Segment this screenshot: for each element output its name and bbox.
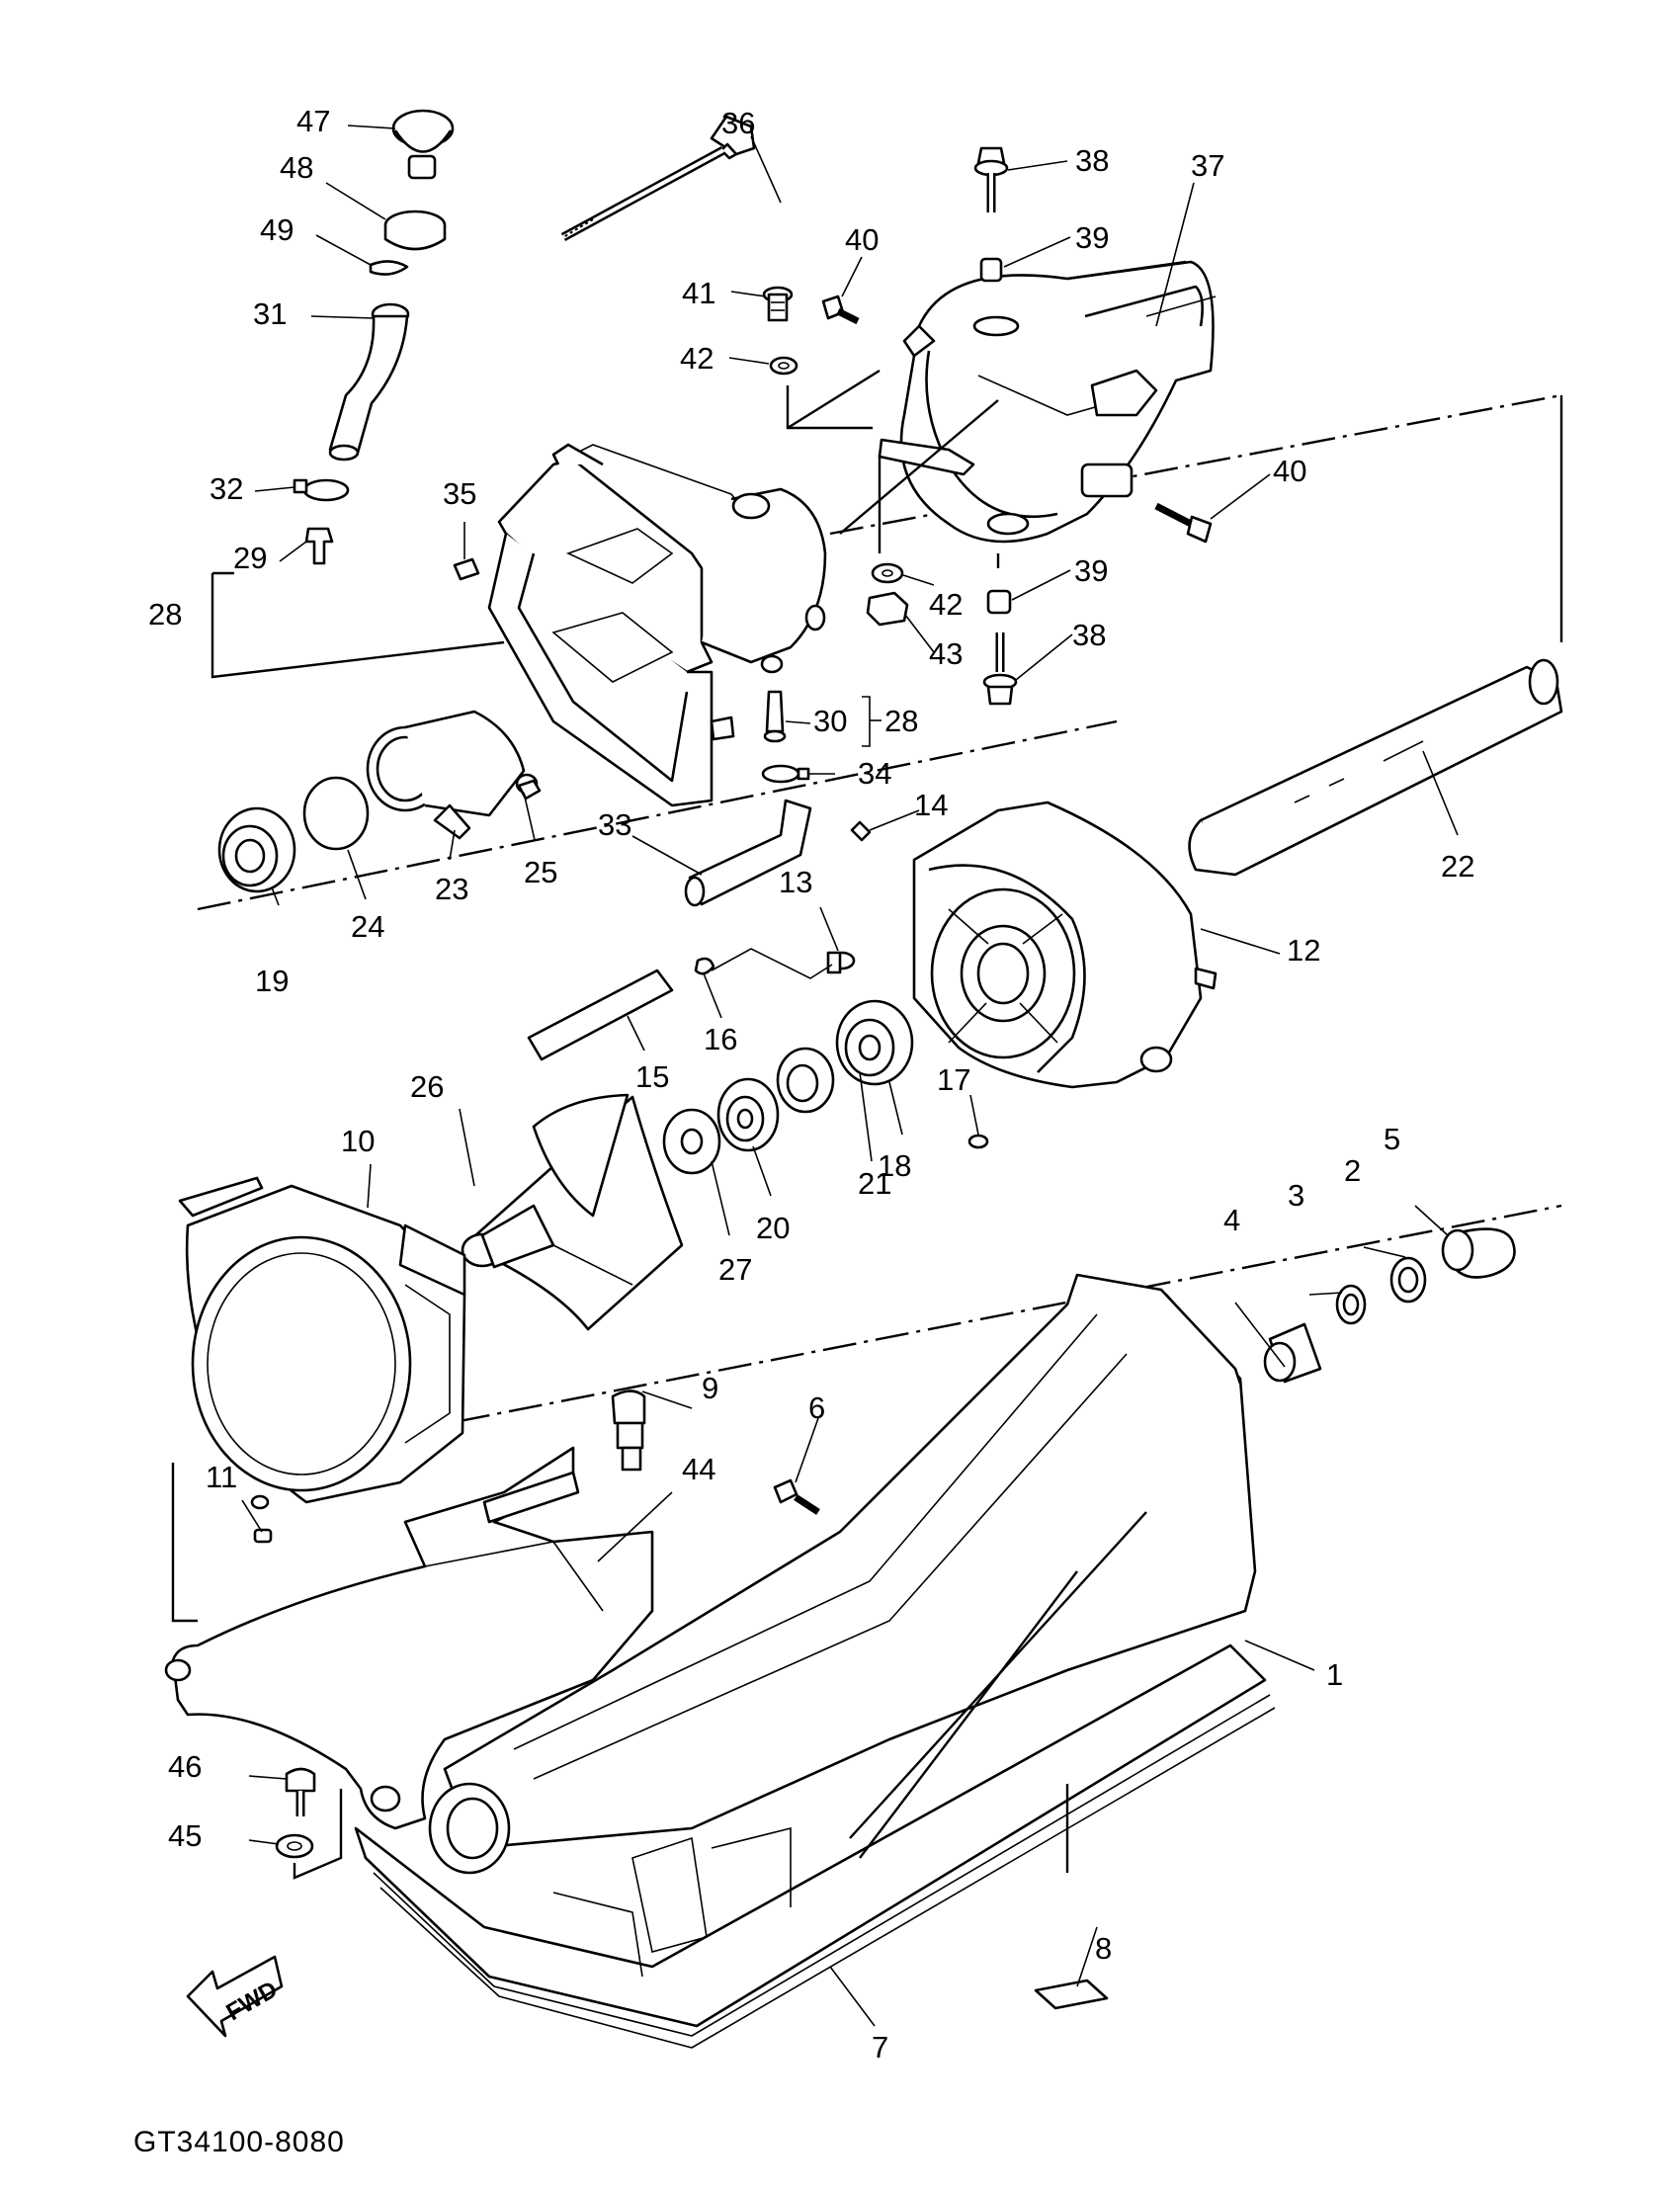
- part-label-41: 41: [682, 276, 715, 310]
- part-label-36: 36: [721, 106, 755, 140]
- part-label-42b: 42: [929, 587, 963, 622]
- part-label-31: 31: [253, 296, 287, 331]
- part-label-24: 24: [351, 909, 384, 944]
- part-label-13: 13: [779, 865, 812, 899]
- part-label-39b: 39: [1074, 553, 1108, 588]
- part-label-12: 12: [1287, 933, 1320, 968]
- part-label-27: 27: [718, 1252, 752, 1287]
- part-label-2: 2: [1344, 1153, 1361, 1188]
- part-label-48: 48: [280, 150, 313, 185]
- part-label-37: 37: [1191, 148, 1224, 183]
- part-label-44: 44: [682, 1452, 715, 1486]
- part-label-34: 34: [858, 756, 891, 791]
- impeller: [461, 1093, 684, 1331]
- part-label-9: 9: [702, 1371, 718, 1405]
- part-label-28b: 28: [884, 704, 918, 738]
- part-label-23: 23: [435, 872, 468, 906]
- part-label-19: 19: [255, 964, 289, 998]
- part-label-40b: 40: [1273, 454, 1306, 488]
- bearings: [662, 999, 914, 1175]
- part-label-14: 14: [914, 788, 948, 822]
- drive-shaft: [1188, 658, 1563, 877]
- housing-fasteners: [762, 146, 1213, 706]
- part-label-15: 15: [635, 1059, 669, 1094]
- part-label-5: 5: [1384, 1122, 1400, 1156]
- part-label-32: 32: [210, 471, 243, 506]
- part-label-21: 21: [858, 1166, 891, 1201]
- cap-assembly: [210, 109, 505, 679]
- part-label-38b: 38: [1072, 618, 1106, 652]
- part-label-18: 18: [878, 1148, 911, 1183]
- part-label-33: 33: [598, 807, 631, 842]
- part-label-8: 8: [1095, 1931, 1112, 1966]
- fwd-arrow-icon: FWD: [186, 1955, 284, 2038]
- part-label-3: 3: [1288, 1178, 1304, 1213]
- part-label-11: 11: [206, 1460, 237, 1494]
- small-hose-parts: [453, 557, 812, 907]
- part-label-28: 28: [148, 597, 182, 632]
- part-label-40: 40: [845, 222, 879, 257]
- part-label-38: 38: [1075, 143, 1109, 178]
- part-label-39: 39: [1075, 220, 1109, 255]
- part-label-4: 4: [1223, 1203, 1240, 1237]
- part-number-labels: 1 2 3 4 5 6 7 8 9 10 11 12 13 14 15 16 1…: [148, 104, 1474, 2065]
- leader-lines: [241, 125, 1459, 2027]
- part-label-20: 20: [756, 1211, 790, 1245]
- part-label-26: 26: [410, 1069, 444, 1104]
- part-label-22: 22: [1441, 849, 1474, 884]
- diagram-code: GT34100-8080: [133, 2126, 345, 2158]
- part-label-46: 46: [168, 1749, 202, 1784]
- part-label-17: 17: [937, 1062, 970, 1097]
- inlet-parts: [217, 710, 542, 893]
- cover-fasteners: [275, 1767, 343, 1880]
- part-label-35: 35: [443, 476, 476, 511]
- part-label-45: 45: [168, 1818, 202, 1853]
- part-label-25: 25: [524, 855, 557, 889]
- part-label-43: 43: [929, 636, 963, 671]
- part-label-7: 7: [872, 2030, 888, 2065]
- collar-parts: [1263, 1227, 1516, 1384]
- long-bolt: [560, 115, 756, 241]
- part-label-47: 47: [296, 104, 330, 138]
- part-label-42: 42: [680, 341, 714, 376]
- pump-housing: [912, 801, 1218, 1089]
- reverse-gate-housing: [786, 260, 1217, 568]
- part-label-16: 16: [704, 1022, 737, 1056]
- part-label-1: 1: [1326, 1657, 1343, 1692]
- part-label-49: 49: [260, 212, 294, 247]
- part-label-29: 29: [233, 541, 267, 575]
- pump-small-parts: [527, 820, 989, 1149]
- nozzle-housing: [487, 443, 827, 807]
- part-label-6: 6: [808, 1390, 825, 1425]
- part-label-10: 10: [341, 1124, 375, 1158]
- intermediate-housing: [178, 1176, 466, 1510]
- body-fasteners: [253, 1390, 820, 1544]
- part-label-30: 30: [813, 704, 847, 738]
- pump-duct-and-cover: [164, 1273, 1276, 2049]
